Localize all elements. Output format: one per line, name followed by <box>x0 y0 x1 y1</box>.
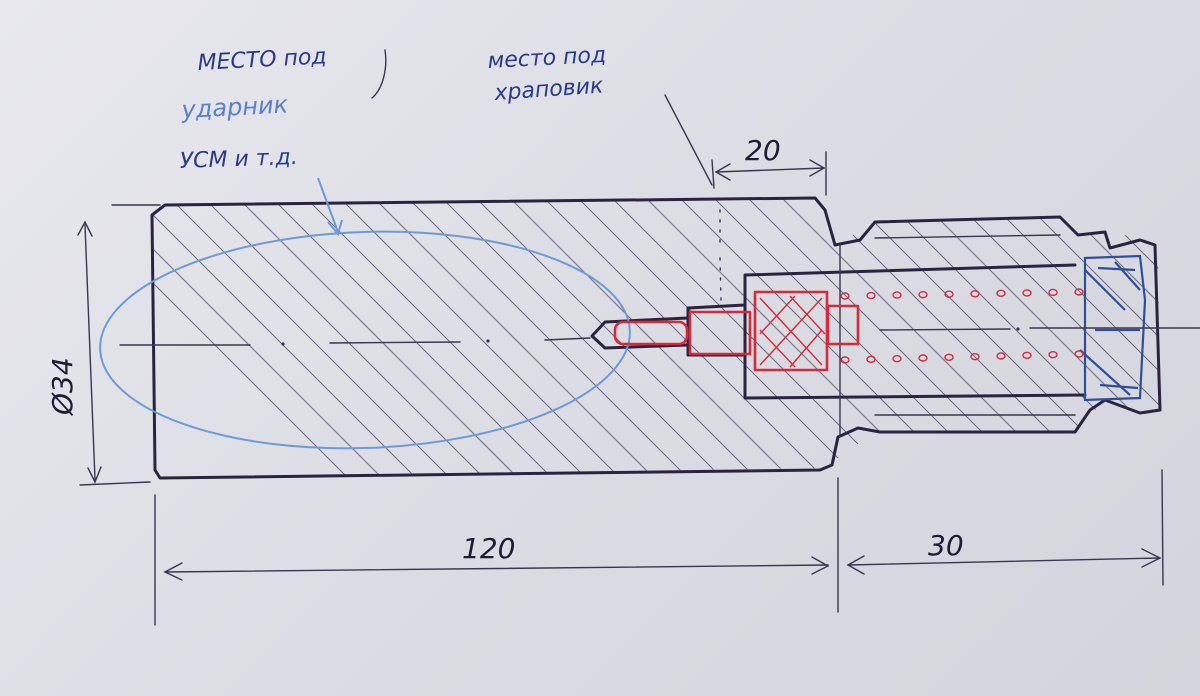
spring-coil <box>996 289 1006 298</box>
striker-note: МЕСТО под ударник УСМ и т.д. <box>179 44 387 174</box>
spring-coil <box>1022 289 1032 297</box>
hatch-line <box>1147 198 1160 478</box>
hatch-line <box>161 198 463 478</box>
end-nut <box>1079 254 1147 402</box>
spring-coil <box>840 356 850 364</box>
length-thread-label: 30 <box>928 529 964 562</box>
spring-coil <box>892 354 902 363</box>
spring-coil <box>970 352 980 361</box>
hatch-line <box>1011 198 1160 478</box>
spring-coil <box>840 292 850 300</box>
length-groove-dimension: 20 <box>711 134 827 196</box>
diameter-dimension: Ø34 <box>46 204 161 486</box>
spring-coil <box>866 291 876 300</box>
striker-note-line-3: УСМ и т.д. <box>179 145 298 174</box>
spring-coil <box>1022 351 1032 360</box>
inner-bore <box>743 263 1087 400</box>
ratchet-note: место под храповик <box>487 43 607 106</box>
length-main-dimension: 120 <box>154 477 839 626</box>
hatch-line <box>671 198 973 478</box>
ratchet-pointer <box>664 94 713 186</box>
hatch-line <box>1045 198 1160 478</box>
hatch-line <box>1079 198 1160 478</box>
spring-coil <box>1048 288 1058 297</box>
spring-coil <box>944 353 954 362</box>
spring-coil <box>1074 288 1084 296</box>
hatch-line <box>501 198 803 478</box>
hatch-line <box>331 198 633 478</box>
centre-line <box>119 327 1200 346</box>
spring-coil <box>944 290 954 298</box>
length-groove-label: 20 <box>745 134 781 167</box>
hatch-line <box>152 198 429 478</box>
diameter-label: Ø34 <box>46 357 79 416</box>
length-main-label: 120 <box>462 532 515 565</box>
hatch-line <box>977 198 1160 478</box>
spring-coil <box>1074 350 1084 358</box>
body-outline <box>150 196 1162 480</box>
spring-coil <box>970 290 980 298</box>
striker-zone-ellipse <box>99 230 631 450</box>
spring-coil <box>866 355 876 364</box>
spring-coils <box>840 288 1084 364</box>
thread-lines <box>839 234 1076 436</box>
hatch-line <box>1182 190 1200 490</box>
striker-note-line-2: ударник <box>180 90 289 124</box>
hatch-line <box>152 198 361 478</box>
hatch-line <box>841 198 1143 478</box>
hatch-line <box>569 198 871 478</box>
spring-coil <box>996 352 1006 360</box>
ratchet-note-line-2: храповик <box>493 73 605 106</box>
ratchet-note-line-1: место под <box>487 43 607 74</box>
hatch-line <box>637 198 939 478</box>
hatch-line <box>263 198 565 478</box>
spring-coil <box>1048 350 1058 359</box>
striker-assembly <box>613 290 860 372</box>
hatch-line <box>365 198 667 478</box>
hatch-line <box>467 198 769 478</box>
striker-pointer <box>317 177 343 237</box>
length-thread-dimension: 30 <box>846 469 1164 586</box>
striker-note-line-1: МЕСТО под <box>197 44 327 76</box>
hatch-line <box>739 198 1041 478</box>
spring-coil <box>892 291 902 299</box>
hatch-line <box>943 198 1160 478</box>
hatch-line <box>297 198 599 478</box>
hatch-line <box>807 198 1109 478</box>
spring-coil <box>918 354 928 362</box>
hatch-line <box>152 198 395 478</box>
spring-coil <box>918 290 928 299</box>
hatch-line <box>909 198 1160 478</box>
pin-tip <box>590 316 690 350</box>
